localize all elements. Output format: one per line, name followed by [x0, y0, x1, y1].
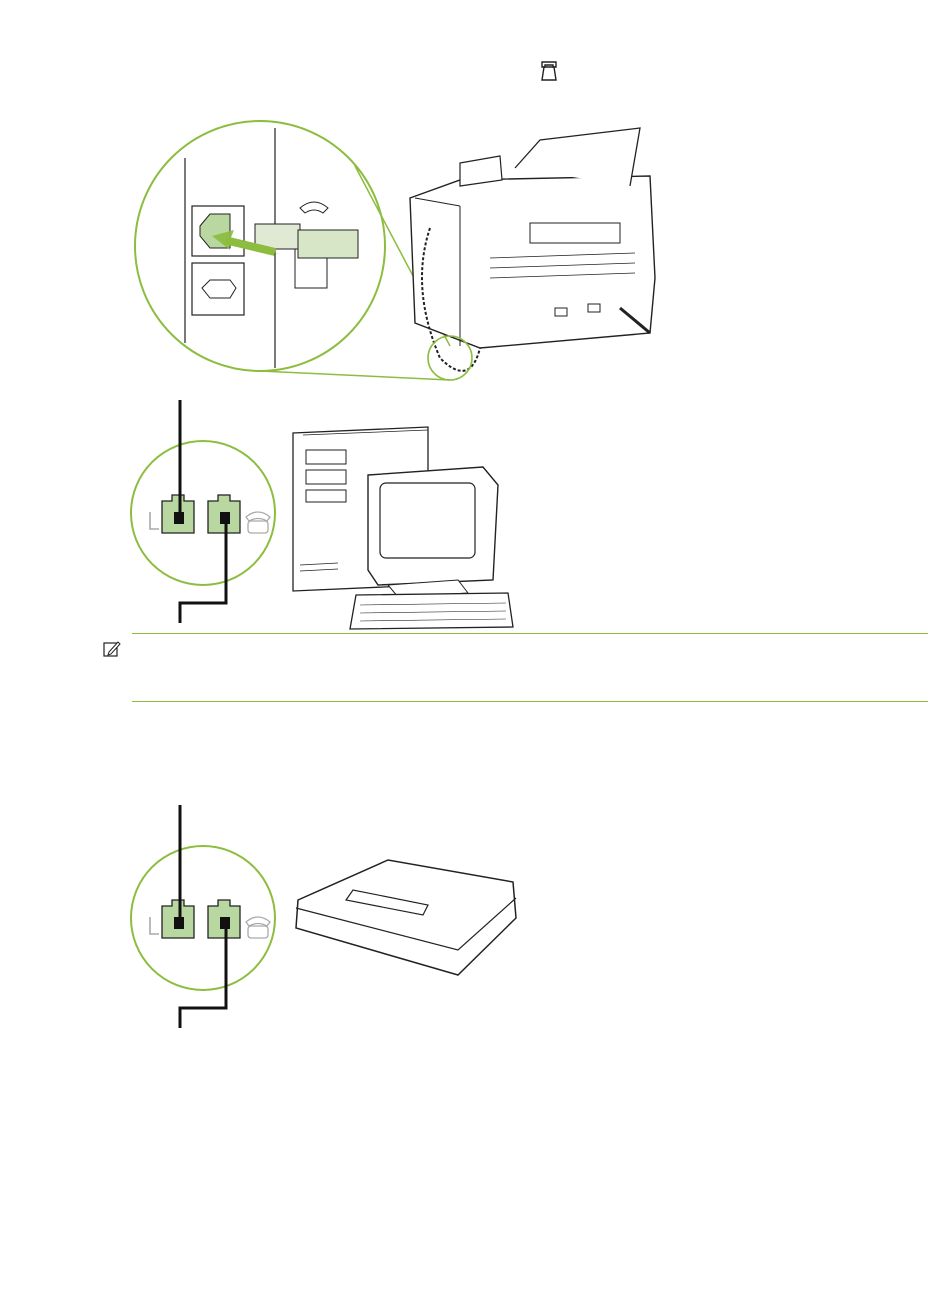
- answering-machine-connection-figure: [128, 800, 528, 1035]
- note-text: [100, 632, 930, 704]
- fax-rear-connection-figure: [130, 118, 670, 403]
- note-bottom-rule: [132, 701, 928, 702]
- computer-connection-figure: [128, 395, 528, 630]
- telephone-port-icon: [538, 58, 560, 84]
